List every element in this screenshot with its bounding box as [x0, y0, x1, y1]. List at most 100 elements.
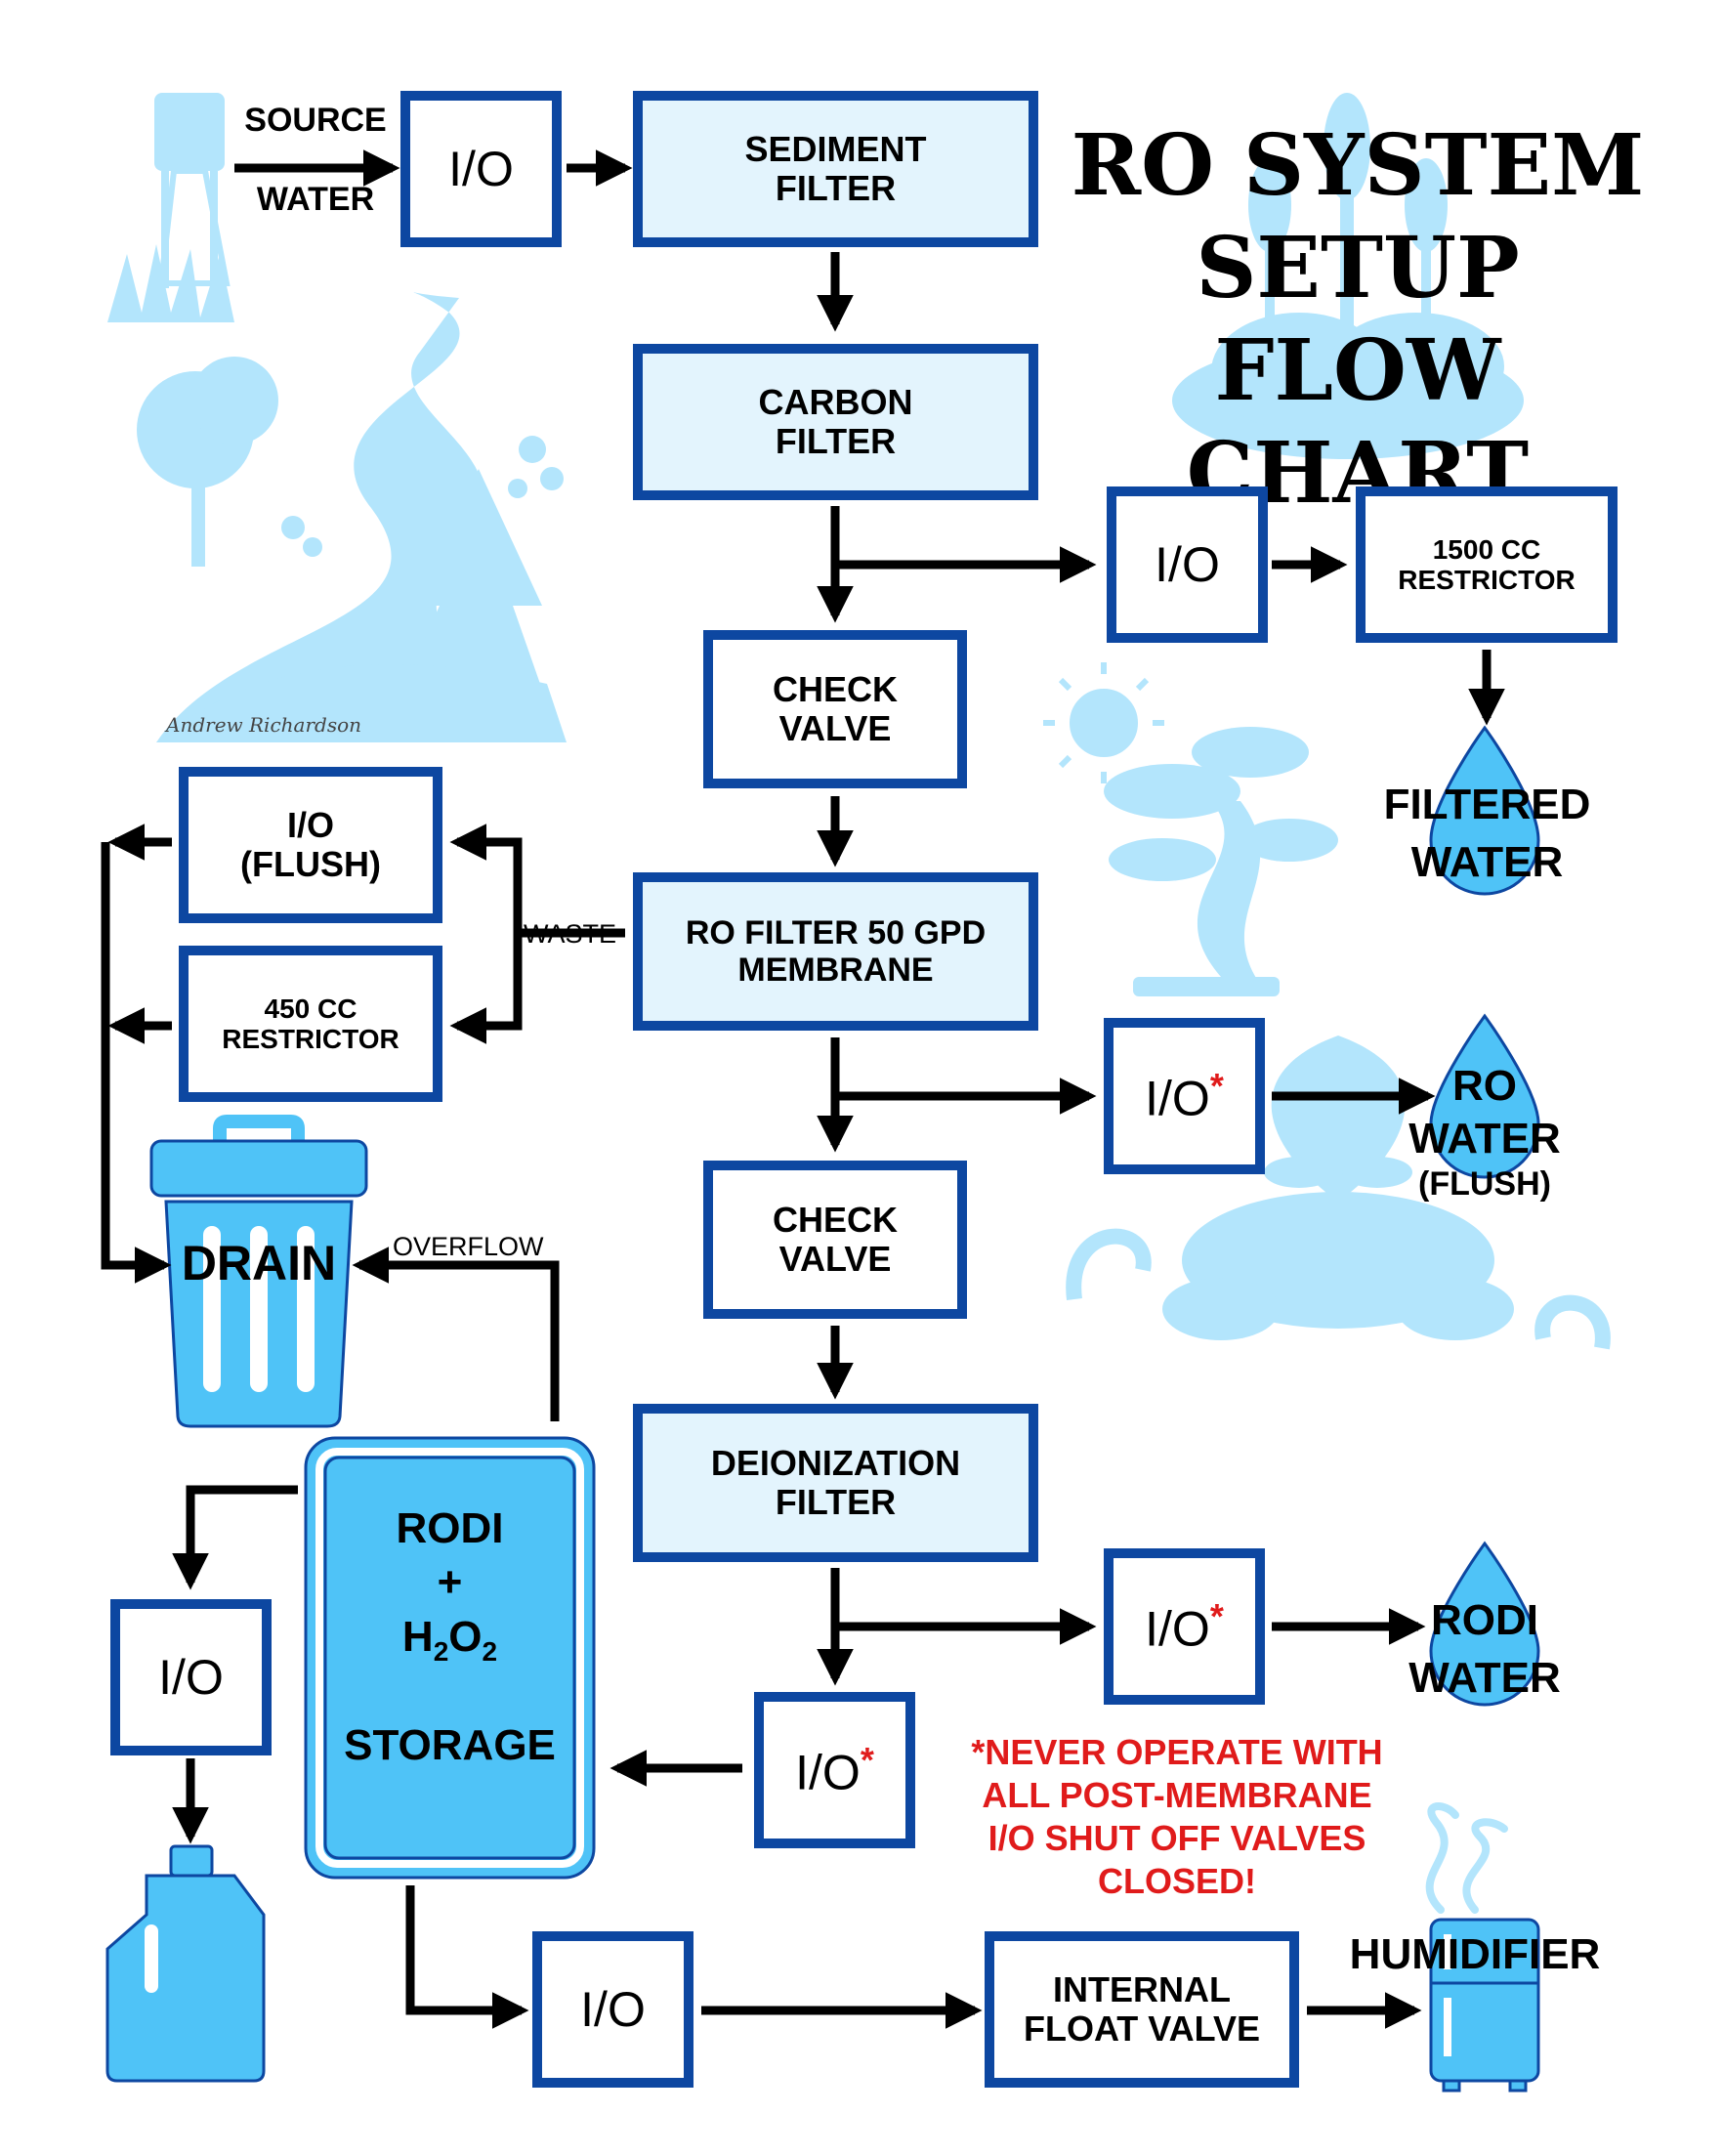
warning-asterisk: *	[1209, 1065, 1224, 1106]
sediment-filter[interactable]: SEDIMENT FILTER	[633, 91, 1038, 247]
io-valve-storage-left[interactable]: I/O	[110, 1599, 272, 1755]
io-star-label: I/O*	[1145, 1065, 1224, 1126]
io-label: I/O	[448, 142, 514, 196]
check-valve-line-2: VALVE	[778, 708, 892, 748]
humidifier-icon	[1429, 1918, 1540, 2093]
storage-sub-2: 2	[482, 1635, 498, 1667]
arrow-storage-to-io	[172, 1485, 298, 1590]
float-valve-line-2: FLOAT VALVE	[1024, 2008, 1260, 2049]
title-line-1: RO SYSTEM	[1071, 116, 1645, 215]
drain-label: DRAIN	[181, 1236, 337, 1290]
storage-line-3: H2O2	[325, 1613, 574, 1667]
deionization-line-1: DEIONIZATION	[710, 1442, 961, 1483]
check-valve-line-2: VALVE	[778, 1239, 892, 1279]
lotus-plant-icon	[1066, 1036, 1611, 1350]
humidifier-label: HUMIDIFIER	[1349, 1930, 1601, 1978]
restrictor-1500cc[interactable]: 1500 CC RESTRICTOR	[1356, 486, 1618, 643]
warning-line-3: I/O SHUT OFF VALVES	[988, 1817, 1366, 1858]
ro-water-line-1: RO	[1452, 1062, 1517, 1110]
artist-signature: Andrew Richardson	[166, 713, 362, 737]
carbon-filter[interactable]: CARBON FILTER	[633, 344, 1038, 500]
ro-membrane-filter[interactable]: RO FILTER 50 GPD MEMBRANE	[633, 872, 1038, 1031]
trash-can-icon	[149, 1115, 368, 1428]
ground-illustration	[156, 664, 567, 742]
wheat-cloud-icon	[1172, 93, 1524, 459]
arrow-overflow-to-drain	[352, 1247, 560, 1421]
arrow-waste-to-450-restrictor	[449, 933, 523, 1044]
storage-line-4: STORAGE	[344, 1720, 556, 1769]
restrictor-450-line-1: 450 CC	[264, 993, 357, 1024]
warning-line-2: ALL POST-MEMBRANE	[982, 1774, 1372, 1815]
sediment-line-1: SEDIMENT	[744, 128, 927, 169]
rodi-water-line-1: RODI	[1431, 1596, 1538, 1644]
warning-star: *	[971, 1732, 986, 1772]
water-drop-icon	[1429, 725, 1540, 1707]
bonsai-tree-icon	[1104, 727, 1338, 996]
arrow-waste-to-io-flush	[449, 824, 625, 938]
ro-water-label: RO WATER (FLUSH)	[1382, 1060, 1587, 1205]
check-valve-line-1: CHECK	[772, 1199, 898, 1240]
arrow-to-drain	[101, 842, 172, 1284]
restrictor-1500-line-1: 1500 CC	[1432, 533, 1541, 565]
check-valve-1[interactable]: CHECK VALVE	[703, 630, 967, 788]
page-title: RO SYSTEM SETUP FLOW CHART	[1055, 115, 1660, 526]
carbon-line-1: CARBON	[758, 381, 913, 422]
water-tower-icon	[154, 93, 231, 288]
float-valve-line-1: INTERNAL	[1053, 1968, 1231, 2009]
rodi-water-label: RODI WATER	[1382, 1592, 1587, 1708]
warning-line-4: CLOSED!	[1098, 1860, 1256, 1901]
io-label: I/O	[1155, 537, 1220, 592]
storage-h: H	[401, 1612, 434, 1661]
restrictor-1500-line-2: RESTRICTOR	[1398, 565, 1576, 595]
filtered-water-label: FILTERED WATER	[1367, 777, 1607, 892]
io-valve-bottom[interactable]: I/O	[532, 1931, 693, 2088]
title-line-2: SETUP	[1196, 218, 1520, 317]
io-valve-source[interactable]: I/O	[400, 91, 562, 247]
deionization-filter[interactable]: DEIONIZATION FILTER	[633, 1404, 1038, 1562]
storage-line-2: +	[437, 1558, 463, 1607]
sun-icon	[1043, 662, 1164, 783]
ro-membrane-line-1: RO FILTER 50 GPD	[685, 913, 987, 951]
storage-sub-1: 2	[433, 1635, 449, 1667]
io-star-label: I/O*	[795, 1740, 874, 1800]
river-illustration	[156, 292, 484, 742]
io-star-label: I/O*	[1145, 1595, 1224, 1657]
grass-icon	[107, 244, 234, 322]
warning-line-1: *NEVER OPERATE WITH	[952, 1731, 1402, 1774]
ro-water-line-3: (FLUSH)	[1418, 1165, 1551, 1204]
io-label: I/O	[158, 1650, 224, 1705]
io-star-text: I/O	[795, 1745, 861, 1800]
flower-icon	[281, 436, 564, 557]
restrictor-450cc[interactable]: 450 CC RESTRICTOR	[179, 946, 442, 1102]
rodi-water-line-2: WATER	[1408, 1653, 1561, 1702]
io-label: I/O	[580, 1982, 646, 2037]
source-label-line-1: SOURCE	[244, 102, 387, 139]
warning-note: *NEVER OPERATE WITH ALL POST-MEMBRANE I/…	[952, 1731, 1402, 1903]
deionization-line-2: FILTER	[775, 1482, 897, 1522]
waste-label: WASTE	[524, 919, 617, 949]
io-valve-rodi-branch[interactable]: I/O*	[1104, 1548, 1265, 1705]
io-valve-storage-inlet[interactable]: I/O*	[754, 1692, 915, 1848]
steam-icon	[1425, 1802, 1508, 1914]
check-valve-line-1: CHECK	[772, 668, 898, 709]
ro-membrane-line-2: MEMBRANE	[737, 951, 934, 989]
storage-tank-icon	[304, 1436, 596, 1880]
internal-float-valve[interactable]: INTERNAL FLOAT VALVE	[985, 1931, 1299, 2088]
io-star-text: I/O	[1145, 1601, 1210, 1657]
io-flush-valve[interactable]: I/O (FLUSH)	[179, 767, 442, 923]
io-valve-carbon-branch[interactable]: I/O	[1107, 486, 1268, 643]
water-jug-icon	[105, 1844, 266, 2083]
storage-o: O	[448, 1612, 483, 1661]
warning-line-1-text: NEVER OPERATE WITH	[985, 1732, 1383, 1772]
filtered-water-line-1: FILTERED	[1383, 781, 1591, 828]
warning-asterisk: *	[1209, 1595, 1224, 1636]
tree-icon	[137, 357, 278, 567]
io-valve-ro-branch[interactable]: I/O*	[1104, 1018, 1265, 1174]
overflow-label: OVERFLOW	[393, 1232, 544, 1261]
filtered-water-line-2: WATER	[1410, 837, 1564, 886]
arrow-storage-to-io-bottom	[405, 1885, 529, 2029]
check-valve-2[interactable]: CHECK VALVE	[703, 1161, 967, 1319]
io-star-text: I/O	[1145, 1071, 1210, 1126]
